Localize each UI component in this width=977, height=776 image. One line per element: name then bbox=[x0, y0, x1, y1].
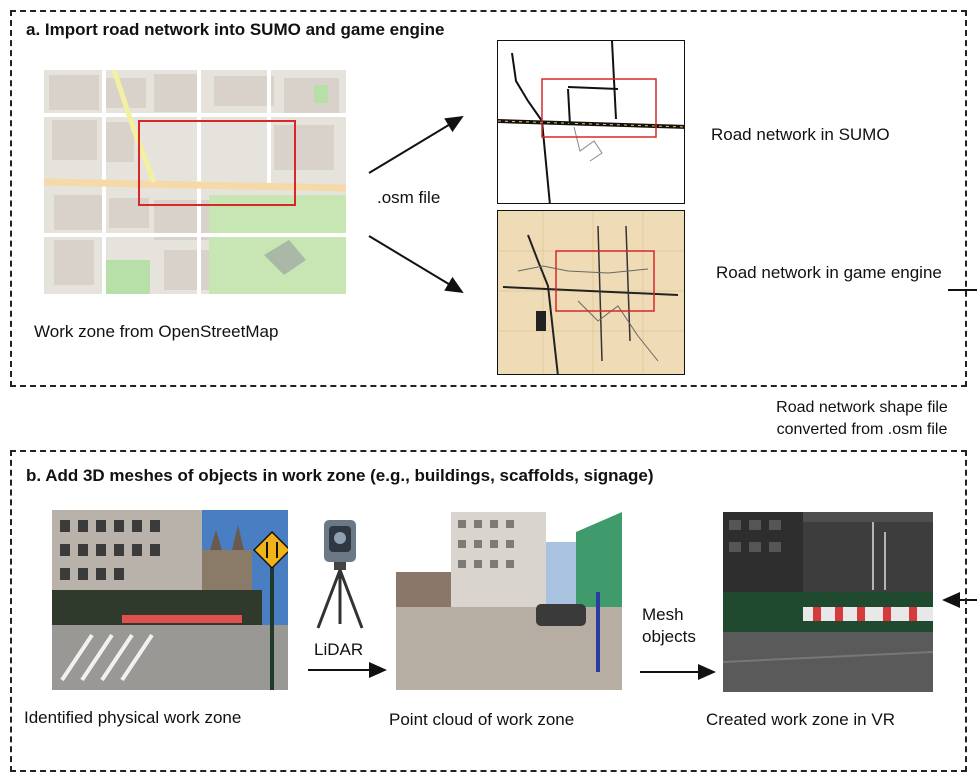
physical-work-zone-photo bbox=[52, 510, 288, 690]
connector-label: Road network shape file converted from .… bbox=[776, 399, 948, 439]
panel-a-title: a. Import road network into SUMO and gam… bbox=[26, 20, 445, 39]
vr-work-zone-image bbox=[723, 512, 933, 692]
lidar-label: LiDAR bbox=[314, 640, 364, 659]
panel-b bbox=[10, 450, 967, 772]
panel-a bbox=[10, 10, 967, 387]
lidar-scanner-image bbox=[310, 518, 370, 630]
osm-file-label: .osm file bbox=[377, 188, 441, 207]
sumo-network-image bbox=[497, 40, 685, 204]
point-cloud-caption: Point cloud of work zone bbox=[389, 710, 575, 729]
vr-caption: Created work zone in VR bbox=[706, 710, 895, 729]
mesh-objects-label: Mesh objects bbox=[642, 605, 696, 647]
game-engine-network-image bbox=[497, 210, 685, 375]
physical-caption: Identified physical work zone bbox=[24, 708, 242, 727]
osm-map-image bbox=[44, 70, 346, 294]
sumo-label: Road network in SUMO bbox=[711, 125, 890, 144]
panel-b-title: b. Add 3D meshes of objects in work zone… bbox=[26, 466, 654, 485]
game-engine-label: Road network in game engine bbox=[716, 263, 942, 282]
osm-map-caption: Work zone from OpenStreetMap bbox=[34, 322, 279, 341]
point-cloud-image bbox=[396, 512, 622, 690]
